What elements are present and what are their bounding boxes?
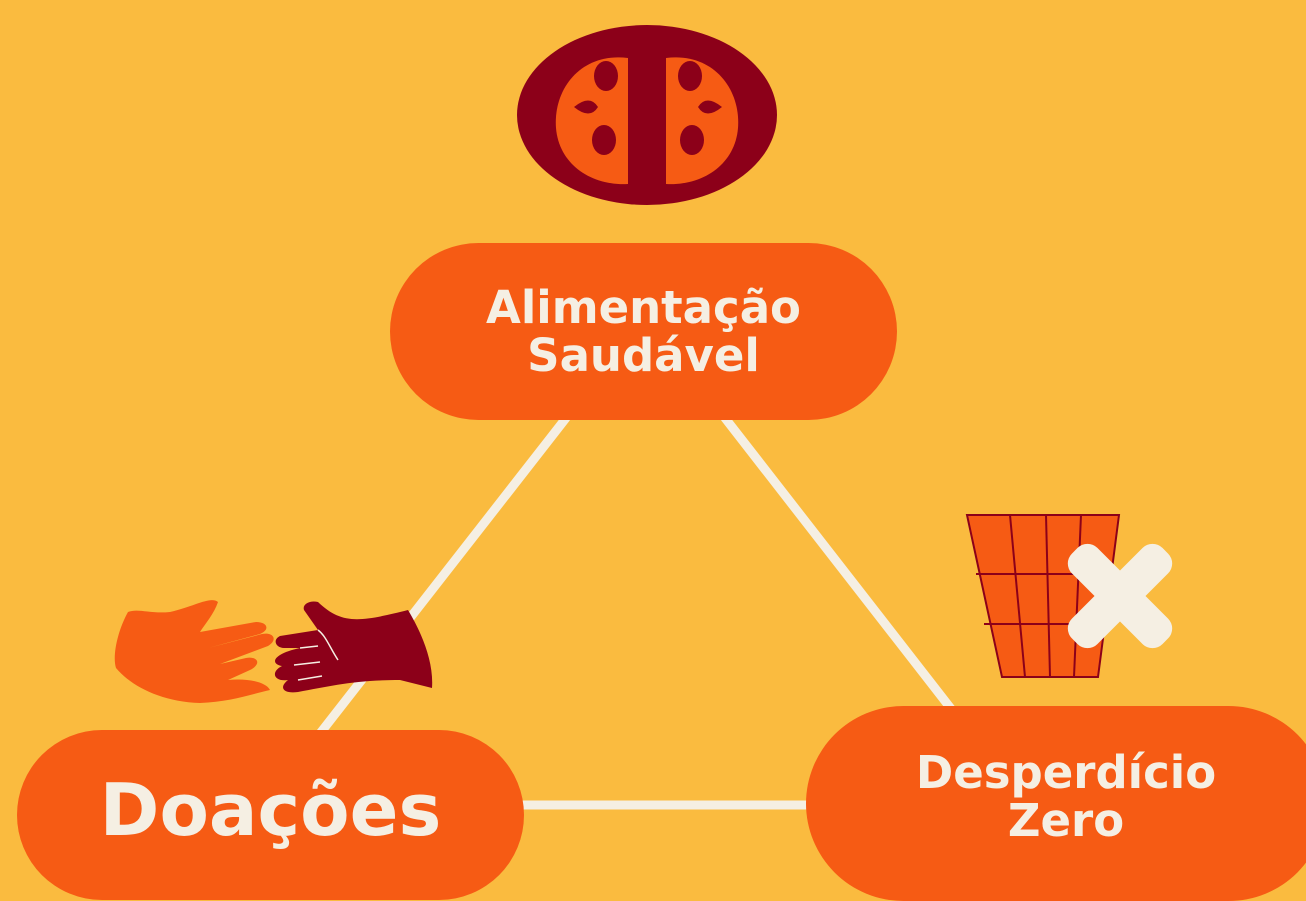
connector-top-left [313,413,571,741]
node-healthy-eating-line2: Saudável [527,328,760,382]
node-donations-label: Doações [99,768,442,853]
node-donations: Doações [17,730,524,900]
connector-top-right [720,413,957,715]
trash-bin-crossed-icon [965,514,1173,678]
node-zero-waste-line1: Desperdício [915,746,1217,800]
node-healthy-eating: Alimentação Saudável [390,243,897,420]
node-zero-waste-line2: Zero [1007,793,1125,847]
hands-giving-icon [114,600,433,703]
node-zero-waste: Desperdício Zero [806,706,1306,901]
tomato-slice-icon [517,25,777,205]
node-healthy-eating-line1: Alimentação [486,281,801,335]
diagram-canvas [114,25,1173,810]
